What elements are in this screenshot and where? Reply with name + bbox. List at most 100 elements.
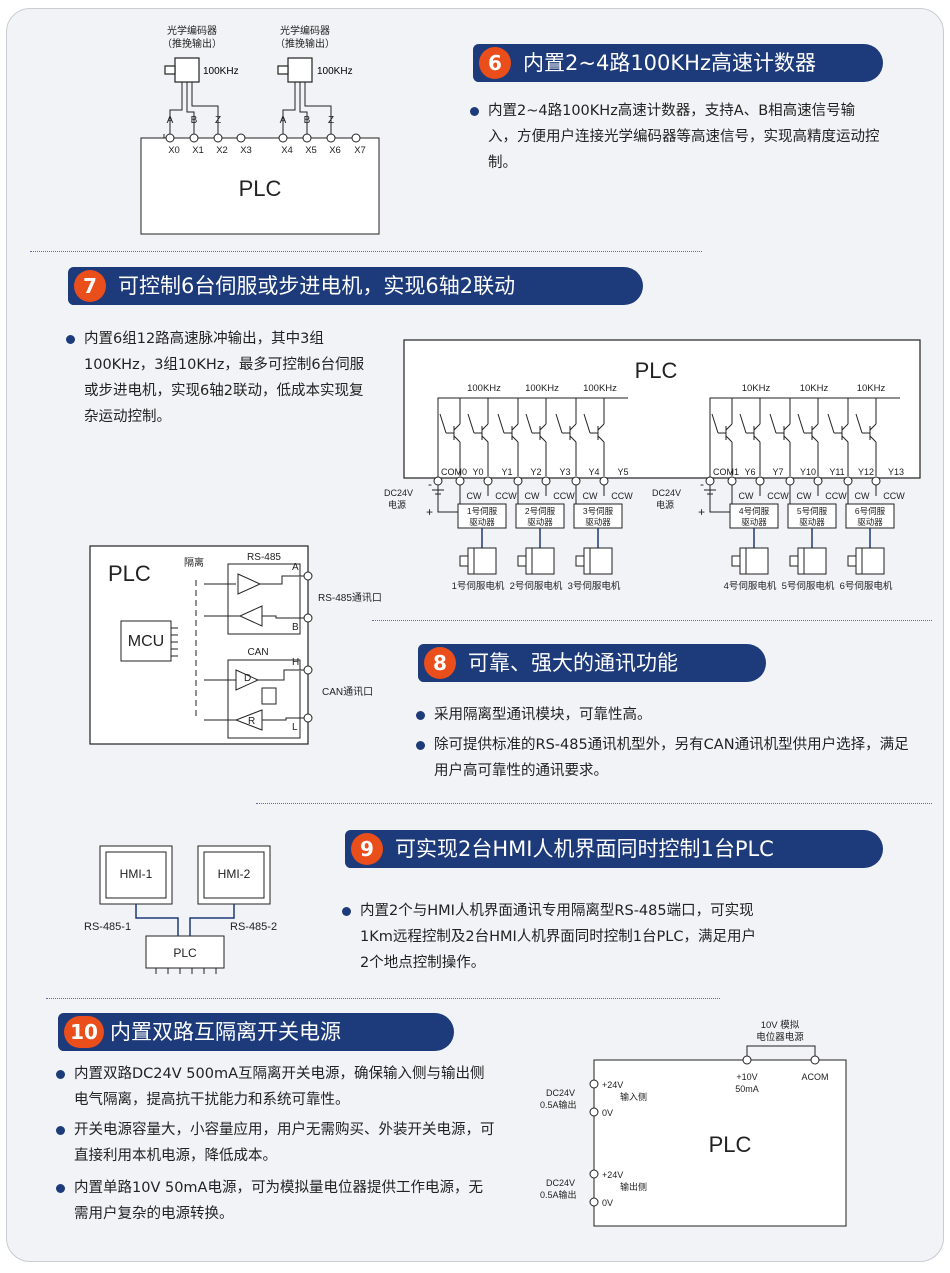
freq-label: 10KHz xyxy=(857,383,886,394)
bullet-text: 内置2个与HMI人机界面通讯专用隔离型RS-485端口，可实现1Km远程控制及2… xyxy=(360,903,756,971)
section-9-badge: 9 xyxy=(351,833,383,865)
output-label: 0.5A输出 xyxy=(540,1099,577,1110)
terminal-y12: Y12 xyxy=(858,467,874,477)
plus-sign: + xyxy=(426,505,433,519)
section-7-title: 可控制6台伺服或步进电机，实现6轴2联动 xyxy=(118,274,516,298)
section-10-banner: 10 内置双路互隔离开关电源 xyxy=(58,1013,454,1051)
cw-label: CW xyxy=(583,491,598,501)
ccw-label: CCW xyxy=(767,491,789,501)
terminal-x7: X7 xyxy=(354,145,366,156)
section-10-bullet: 内置单路10V 50mA电源，可为模拟量电位器提供工作电源，无需用户复杂的电源转… xyxy=(56,1175,496,1227)
encoder-diagram: 光学编码器 （推挽输出） 光学编码器 （推挽输出） 100KHz 100KHz … xyxy=(140,24,380,235)
encoder-output-label: （推挽输出） xyxy=(162,37,222,50)
terminal-y1: Y1 xyxy=(501,467,512,477)
port2-label: RS-485-2 xyxy=(230,921,277,933)
comm-diagram: PLC 隔离 RS-485 CAN A B H L D R MCU RS-485… xyxy=(89,545,382,745)
encoder-label: 光学编码器 xyxy=(167,24,217,37)
terminal-y2: Y2 xyxy=(530,467,541,477)
freq-label: 100KHz xyxy=(525,383,559,394)
section-9-bullet: 内置2个与HMI人机界面通讯专用隔离型RS-485端口，可实现1Km远程控制及2… xyxy=(342,898,762,976)
bullet-text: 内置2~4路100KHz高速计数器，支持A、B相高速信号输入，方便用户连接光学编… xyxy=(488,103,880,171)
terminal-y13: Y13 xyxy=(888,467,904,477)
minus-sign: - xyxy=(700,477,704,491)
rs485-label: RS-485 xyxy=(247,552,281,563)
hmi1-label: HMI-1 xyxy=(120,867,153,881)
motor-label: 6号伺服电机 xyxy=(840,580,893,592)
power-label: DC24V xyxy=(652,488,681,498)
phase-z: Z xyxy=(215,115,221,126)
isolation-label: 隔离 xyxy=(184,556,204,569)
section-7-badge: 7 xyxy=(74,270,106,302)
pin-b: B xyxy=(292,622,299,633)
driver-label: 6号伺服 xyxy=(855,506,886,516)
phase-z: Z xyxy=(328,115,334,126)
terminal-y6: Y6 xyxy=(744,467,755,477)
freq-label: 10KHz xyxy=(800,383,829,394)
driver-label: 2号伺服 xyxy=(525,506,556,516)
cw-label: CW xyxy=(855,491,870,501)
terminal-com0: COM0 xyxy=(441,467,467,477)
section-7-bullet: 内置6组12路高速脉冲输出，其中3组100KHz，3组10KHz，最多可控制6台… xyxy=(66,326,366,430)
acom-label: ACOM xyxy=(802,1072,829,1082)
cw-label: CW xyxy=(525,491,540,501)
power-label: DC24V xyxy=(384,488,413,498)
terminal-x5: X5 xyxy=(305,145,317,156)
terminal-y5: Y5 xyxy=(617,467,628,477)
driver-label: 4号伺服 xyxy=(739,506,770,516)
minus-sign: - xyxy=(428,477,432,491)
section-9-banner: 9 可实现2台HMI人机界面同时控制1台PLC xyxy=(345,830,883,868)
bullet-dot xyxy=(66,335,75,344)
freq-label: 100KHz xyxy=(467,383,501,394)
terminal-y4: Y4 xyxy=(588,467,599,477)
phase-a: A xyxy=(280,115,287,126)
section-10-bullet: 内置双路DC24V 500mA互隔离开关电源，确保输入侧与输出侧电气隔离，提高抗… xyxy=(56,1061,496,1113)
power-diagram: 10V 模拟 电位器电源 +10V 50mA ACOM DC24V 0.5A输出… xyxy=(540,1019,847,1227)
section-10-badge: 10 xyxy=(64,1016,104,1048)
bullet-text: 内置6组12路高速脉冲输出，其中3组100KHz，3组10KHz，最多可控制6台… xyxy=(84,331,365,425)
section-6-badge: 6 xyxy=(479,47,511,79)
encoder-shaft-icon xyxy=(164,65,176,75)
ccw-label: CCW xyxy=(883,491,905,501)
analog-label: 10V 模拟 xyxy=(761,1019,800,1031)
output-side-label: 输出侧 xyxy=(620,1181,647,1192)
ccw-label: CCW xyxy=(825,491,847,501)
section-8-banner: 8 可靠、强大的通讯功能 xyxy=(418,644,766,682)
section-10-bullet: 开关电源容量大，小容量应用，用户无需购买、外装开关电源，可直接利用本机电源，降低… xyxy=(56,1117,496,1169)
plc-label: PLC xyxy=(239,176,282,201)
plc-label: PLC xyxy=(635,358,678,383)
servo-diagram: PLC 100KHz 100KHz 100KHz 10KHz 10KHz 10K… xyxy=(384,339,921,592)
encoder-body-icon xyxy=(287,57,313,83)
section-6-banner: 6 内置2~4路100KHz高速计数器 xyxy=(473,44,883,82)
can-label: CAN xyxy=(247,647,268,658)
encoder-shaft-icon xyxy=(277,65,289,75)
divider xyxy=(372,620,932,621)
power-label: 电源 xyxy=(656,499,674,510)
input-side-label: 输入侧 xyxy=(620,1091,647,1102)
driver-d: D xyxy=(244,673,251,684)
plus24-label: +24V xyxy=(602,1080,623,1090)
terminal-y0: Y0 xyxy=(472,467,483,477)
bullet-text: 内置单路10V 50mA电源，可为模拟量电位器提供工作电源，无需用户复杂的电源转… xyxy=(74,1180,483,1222)
zero-volt-label: 0V xyxy=(602,1108,613,1118)
bullet-text: 内置双路DC24V 500mA互隔离开关电源，确保输入侧与输出侧电气隔离，提高抗… xyxy=(74,1066,485,1108)
ccw-label: CCW xyxy=(611,491,633,501)
motor-label: 5号伺服电机 xyxy=(782,580,835,592)
driver-label: 1号伺服 xyxy=(467,506,498,516)
driver-suffix: 驱动器 xyxy=(469,517,495,527)
encoder-output-label: （推挽输出） xyxy=(275,37,335,50)
section-6-bullet: 内置2~4路100KHz高速计数器，支持A、B相高速信号输入，方便用户连接光学编… xyxy=(470,98,880,176)
motor-label: 4号伺服电机 xyxy=(724,580,777,592)
plc-label: PLC xyxy=(709,1132,752,1157)
driver-suffix: 驱动器 xyxy=(527,517,553,527)
driver-label: 5号伺服 xyxy=(797,506,828,516)
ma50-label: 50mA xyxy=(735,1084,759,1094)
encoder-body-icon xyxy=(174,57,200,83)
section-8-badge: 8 xyxy=(424,647,456,679)
terminal-x0: X0 xyxy=(168,145,180,156)
bullet-dot xyxy=(470,107,479,116)
driver-suffix: 驱动器 xyxy=(741,517,767,527)
phase-b: B xyxy=(304,115,311,126)
ccw-label: CCW xyxy=(495,491,517,501)
terminal-y10: Y10 xyxy=(800,467,816,477)
freq-label: 10KHz xyxy=(742,383,771,394)
